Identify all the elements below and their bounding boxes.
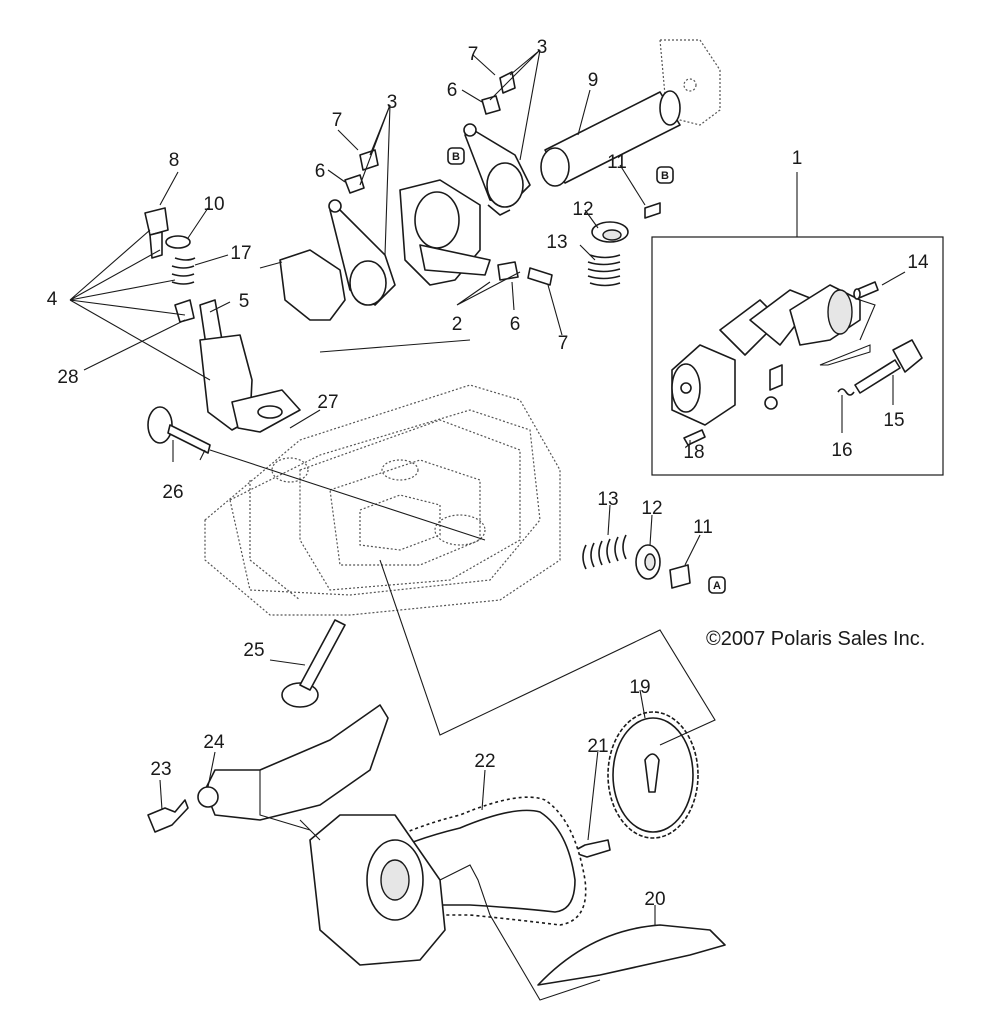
ref-tag-a: A (708, 576, 726, 594)
callout-3-right: 3 (537, 37, 548, 58)
callout-26: 26 (162, 482, 183, 503)
tensioner-blade-24-drawing (197, 704, 389, 821)
ref-tag-a-text: A (713, 580, 721, 592)
callout-12-upper: 12 (572, 199, 593, 220)
lower-valve-spring-drawing (582, 534, 691, 589)
callout-14: 14 (907, 252, 929, 273)
callout-2: 2 (452, 314, 463, 335)
callout-11-upper: 11 (607, 152, 627, 173)
callout-6-right: 6 (447, 80, 458, 101)
callout-13-lower: 13 (597, 489, 618, 510)
callout-17: 17 (230, 243, 251, 264)
callout-23: 23 (150, 759, 171, 780)
decompressor-shaft-15-drawing (854, 339, 923, 394)
ref-tag-b-1-text: B (452, 151, 460, 163)
pin-14-drawing (853, 281, 879, 300)
callout-6-center: 6 (510, 314, 521, 335)
ref-tag-b-2: B (656, 166, 674, 184)
valve-26-drawing (147, 406, 211, 454)
rocker-arm-right-drawing (463, 123, 531, 216)
copyright-notice: ©2007 Polaris Sales Inc. (706, 628, 926, 650)
rocker-arm-left-drawing (279, 199, 396, 321)
tensioner-parts-drawing (144, 207, 301, 433)
callout-21: 21 (587, 736, 608, 757)
callout-7-right: 7 (468, 44, 479, 65)
callout-19: 19 (629, 677, 650, 698)
callout-10: 10 (203, 194, 224, 215)
callout-16: 16 (831, 440, 852, 461)
callout-25: 25 (243, 640, 264, 661)
cam-sprocket-drawing (607, 711, 699, 839)
callout-9: 9 (588, 70, 599, 91)
ref-tag-b-2-text: B (661, 170, 669, 182)
ref-tag-b-1: B (447, 147, 465, 165)
chain-guide-20-drawing (537, 924, 726, 986)
pin-18-drawing (683, 429, 706, 446)
callout-15: 15 (883, 410, 904, 431)
callout-20: 20 (644, 889, 665, 910)
callout-11-lower: 11 (693, 517, 713, 538)
crank-case-outline (309, 814, 446, 966)
sprocket-bolt-21-drawing (571, 839, 611, 858)
callout-7-left: 7 (332, 110, 343, 131)
callout-5: 5 (239, 291, 250, 312)
callout-27: 27 (317, 392, 338, 413)
upper-valve-spring-drawing (587, 202, 661, 287)
callout-12-lower: 12 (641, 498, 662, 519)
callout-7-center: 7 (558, 333, 569, 354)
callout-18: 18 (683, 442, 704, 463)
rocker-shaft-9-drawing (540, 90, 681, 187)
callout-3-left: 3 (387, 92, 398, 113)
leader-lines (69, 49, 716, 1001)
bolt-23-drawing (147, 799, 189, 833)
cylinder-head-outline (204, 384, 561, 616)
spring-16-drawing (837, 388, 855, 396)
callout-1: 1 (792, 148, 803, 169)
callout-24: 24 (203, 732, 225, 753)
callout-22: 22 (474, 751, 495, 772)
valve-25-drawing (281, 619, 346, 708)
camshaft-detail-box (651, 172, 944, 476)
callout-4: 4 (47, 289, 58, 310)
callout-28: 28 (57, 367, 78, 388)
callout-6-left: 6 (315, 161, 326, 182)
callout-8: 8 (169, 150, 180, 171)
callout-labels: 1 2 3 3 4 5 6 6 6 7 7 7 8 9 10 11 11 12 … (47, 37, 929, 910)
rocker-arm-center-drawing (399, 179, 491, 286)
callout-13-upper: 13 (546, 232, 567, 253)
camshaft-drawing (671, 284, 861, 426)
